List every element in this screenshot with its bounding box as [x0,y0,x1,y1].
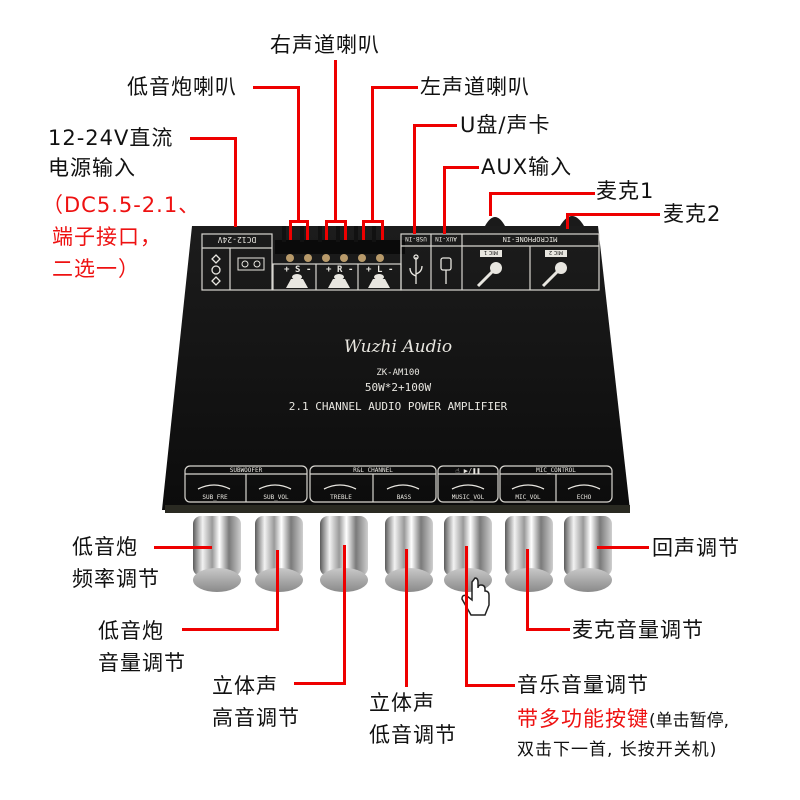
svg-text:-: - [348,265,353,275]
group-play-pause: ☝ ▶/❚❚ [455,467,480,475]
knob-bass [385,516,433,592]
svg-text:-: - [388,265,393,275]
svg-text:MIC 2: MIC 2 [549,249,563,255]
usb-label: USB-IN [405,235,427,242]
label-music-vol: 音乐音量调节 [517,673,649,697]
label-right-speaker: 右声道喇叭 [270,33,380,57]
mic-header: MICROPHONE-IN [503,235,558,243]
svg-text:SUB_VOL: SUB_VOL [263,494,289,501]
usb-icon [409,254,423,284]
knob-mic-vol [505,516,553,592]
board-body [162,226,630,510]
aux-jack-icon [440,257,452,284]
svg-text:R: R [337,265,343,275]
label-power-note-1: （DC5.5-2.1、 [42,193,201,217]
knob-sub-vol [255,516,303,592]
svg-text:-: - [306,265,311,275]
aux-label: AUX-IN [435,235,457,242]
svg-text:L: L [377,265,383,275]
label-music-multifunction: 带多功能按键(单击暂停, [517,703,729,733]
label-power-note-3: 二选一） [52,257,140,281]
label-bass-2: 低音调节 [369,723,457,747]
label-power-input-1: 12-24V直流 [48,126,174,150]
svg-text:TREBLE: TREBLE [330,494,352,501]
label-left-speaker: 左声道喇叭 [420,75,530,99]
label-usb: U盘/声卡 [460,113,551,137]
group-rl-channel: R&L CHANNEL [353,467,393,474]
power-label: DC12-24V [218,235,257,244]
level-arrow-icons [197,484,601,490]
knob-music-vol [444,516,492,592]
brand-logo: Wuzhi Audio [344,337,452,357]
svg-text:MIC 1: MIC 1 [484,249,498,255]
label-sub-fre-1: 低音炮 [72,535,138,559]
mic1-icon: MIC 1 [476,249,502,288]
label-sub-fre-2: 频率调节 [72,567,160,591]
knob-echo [564,516,612,592]
svg-text:SUB_FRE: SUB_FRE [202,494,228,501]
svg-text:ECHO: ECHO [577,494,592,501]
label-aux: AUX输入 [481,155,573,179]
svg-text:+: + [326,265,332,275]
label-sub-vol-1: 低音炮 [98,619,164,643]
label-mic-vol: 麦克音量调节 [572,618,704,642]
product-description: 2.1 CHANNEL AUDIO POWER AMPLIFIER [289,400,508,413]
knob-sub-fre [193,516,241,592]
mic2-icon: MIC 2 [541,249,567,288]
power-rating: 50W*2+100W [365,381,432,394]
label-bass-1: 立体声 [369,691,435,715]
screw-terminal-icon [237,257,265,271]
label-treble-1: 立体声 [212,674,278,698]
label-sub-vol-2: 音量调节 [98,651,186,675]
group-subwoofer: SUBWOOFER [230,467,263,474]
label-power-note-2: 端子接口， [52,225,162,249]
label-echo: 回声调节 [652,536,740,560]
label-mic2: 麦克2 [663,202,722,226]
label-music-multifunction-note2: 双击下一首, 长按开关机) [517,740,718,760]
hand-press-icon [461,577,490,616]
label-mic1: 麦克1 [596,179,655,203]
knobs [193,516,612,592]
label-power-input-2: 电源输入 [48,156,136,180]
group-mic-control: MIC_CONTROL [536,467,576,474]
speaker-icons [286,274,390,288]
svg-text:MIC_VOL: MIC_VOL [515,494,541,501]
label-subwoofer-speaker: 低音炮喇叭 [127,75,237,99]
model-number: ZK-AM100 [376,368,419,378]
label-music-multifunction-note1: (单击暂停, [649,711,730,731]
svg-text:MUSIC_VOL: MUSIC_VOL [452,494,485,501]
svg-text:BASS: BASS [397,494,412,501]
label-music-multifunction-red: 带多功能按键 [517,707,649,731]
dc-jack-icon [211,254,221,286]
svg-text:+: + [366,265,372,275]
svg-text:S: S [295,265,300,275]
label-treble-2: 高音调节 [212,706,300,730]
svg-text:+: + [284,265,290,275]
speaker-terminal-block [275,226,405,262]
